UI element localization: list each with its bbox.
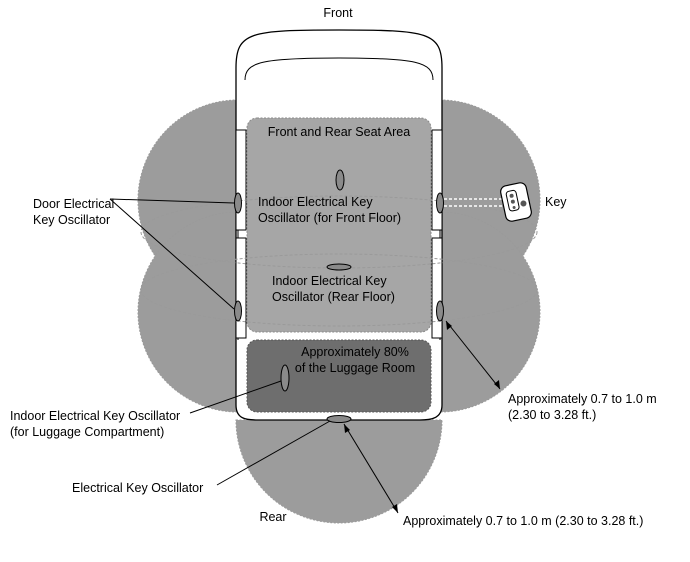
rear-label: Rear bbox=[259, 510, 286, 524]
rear-oscillator bbox=[326, 415, 352, 423]
dimension-arrows bbox=[343, 320, 501, 514]
key-icon bbox=[500, 182, 532, 222]
luggage-area-label-line2: of the Luggage Room bbox=[295, 361, 415, 375]
ring-rear bbox=[140, 253, 538, 327]
leader-lines bbox=[109, 198, 331, 486]
luggage-osc-leader bbox=[189, 380, 282, 414]
side-range-label-line2: (2.30 to 3.28 ft.) bbox=[508, 408, 596, 422]
rear-range-label: Approximately 0.7 to 1.0 m (2.30 to 3.28… bbox=[403, 514, 643, 528]
door-oscillator-front-right bbox=[436, 192, 444, 214]
side-range-arrowhead-end bbox=[494, 380, 500, 389]
key-label: Key bbox=[545, 195, 567, 209]
door-oscillator-rear-left bbox=[234, 300, 242, 322]
left-front-door-edge bbox=[235, 129, 247, 231]
door-osc-leader-2 bbox=[109, 198, 235, 310]
rear-oscillator-label: Electrical Key Oscillator bbox=[72, 481, 203, 495]
indoor-oscillator-luggage bbox=[280, 364, 290, 392]
indoor-oscillator-front-floor bbox=[335, 169, 345, 191]
luggage-oscillator-label-line2: (for Luggage Compartment) bbox=[10, 425, 164, 439]
door-oscillator-label-line1: Door Electrical bbox=[33, 197, 114, 211]
luggage-area-label-line1: Approximately 80% bbox=[301, 345, 409, 359]
front-label: Front bbox=[323, 6, 353, 20]
indoor-rear-label-line1: Indoor Electrical Key bbox=[272, 274, 387, 288]
rear-range-arrowhead-start bbox=[344, 424, 350, 433]
zone-rear-left bbox=[137, 211, 239, 413]
key-fob bbox=[444, 182, 532, 222]
right-rear-door-edge bbox=[431, 237, 443, 339]
seat-area-label: Front and Rear Seat Area bbox=[268, 125, 410, 139]
luggage-oscillator-label-line1: Indoor Electrical Key Oscillator bbox=[10, 409, 180, 423]
indoor-front-label-line2: Oscillator (for Front Floor) bbox=[258, 211, 401, 225]
right-front-door-edge bbox=[431, 129, 443, 231]
detection-zones bbox=[137, 99, 541, 524]
door-oscillator-rear-right bbox=[436, 300, 444, 322]
indoor-front-label-line1: Indoor Electrical Key bbox=[258, 195, 373, 209]
door-oscillator-label-line2: Key Oscillator bbox=[33, 213, 110, 227]
labels: Front Rear Front and Rear Seat Area Indo… bbox=[10, 6, 657, 528]
rear-osc-leader bbox=[216, 420, 331, 486]
luggage-zone bbox=[246, 339, 432, 413]
door-oscillator-front-left bbox=[234, 192, 242, 214]
zone-rear bbox=[235, 419, 443, 524]
side-range-arrow bbox=[445, 320, 501, 390]
indoor-rear-label-line2: Oscillator (Rear Floor) bbox=[272, 290, 395, 304]
oscillators bbox=[234, 169, 444, 423]
cabin-zone bbox=[246, 117, 432, 333]
windshield bbox=[244, 57, 434, 81]
indoor-oscillator-rear-floor bbox=[326, 263, 352, 271]
left-rear-door-edge bbox=[235, 237, 247, 339]
side-range-arrowhead-start bbox=[446, 321, 452, 330]
door-osc-leader-1 bbox=[109, 198, 235, 204]
rear-range-arrow bbox=[343, 423, 399, 514]
rear-range-arrowhead-end bbox=[392, 504, 398, 513]
side-range-label-line1: Approximately 0.7 to 1.0 m bbox=[508, 392, 657, 406]
